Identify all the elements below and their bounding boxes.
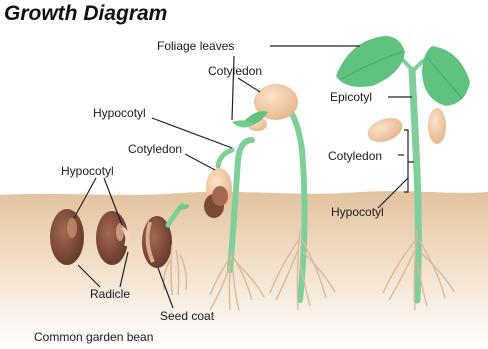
label-epicotyl: Epicotyl <box>330 90 372 104</box>
label-radicle: Radicle <box>90 287 130 301</box>
seed-stage-1 <box>50 209 84 265</box>
caption: Common garden bean <box>34 330 153 344</box>
label-hypocotyl-right: Hypocotyl <box>331 205 384 219</box>
label-hypocotyl-left: Hypocotyl <box>61 164 114 178</box>
label-seed-coat: Seed coat <box>160 309 214 323</box>
label-cotyledon-right: Cotyledon <box>328 149 382 163</box>
label-hypocotyl-upper: Hypocotyl <box>93 106 146 120</box>
label-cotyledon-mid: Cotyledon <box>128 142 182 156</box>
label-foliage-leaves: Foliage leaves <box>157 39 234 53</box>
seed-stage-2 <box>96 211 128 265</box>
diagram-title: Growth Diagram <box>4 2 167 26</box>
label-cotyledon-top: Cotyledon <box>208 64 262 78</box>
